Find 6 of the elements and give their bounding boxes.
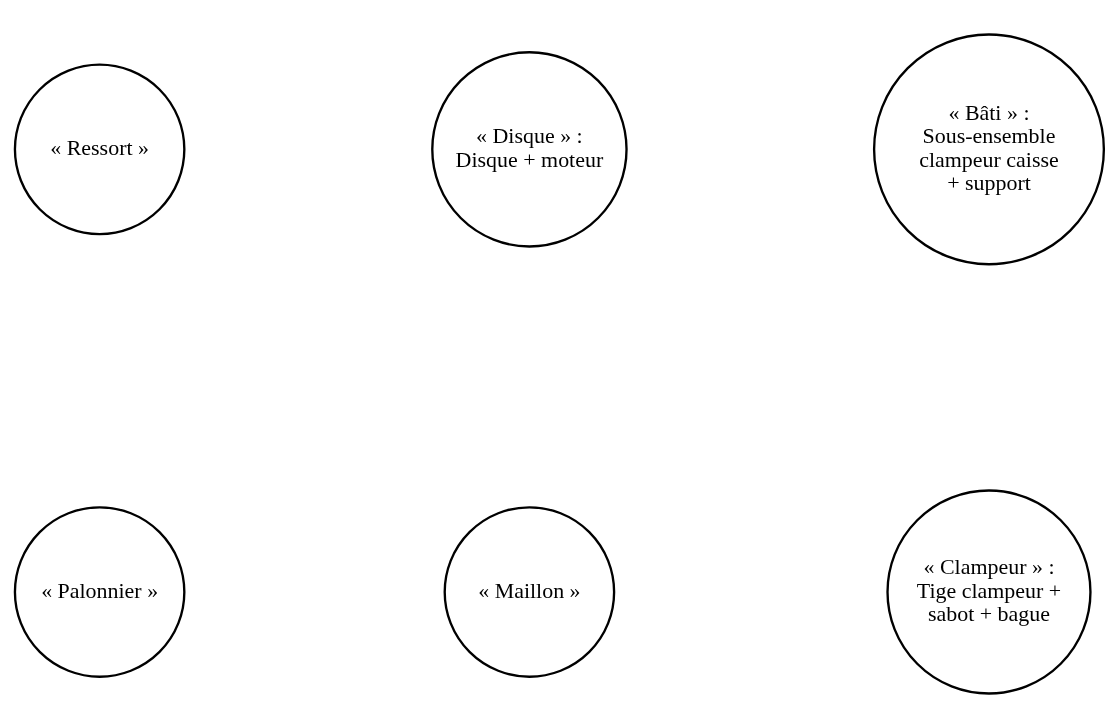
- node-circle: « Disque » : Disque + moteur: [431, 50, 628, 248]
- node-circle: « Bâti » : Sous-ensemble clampeur caisse + support: [872, 32, 1106, 265]
- node-circle: « Palonnier »: [13, 505, 186, 678]
- node-circle: « Maillon »: [443, 505, 616, 678]
- node-circle: « Clampeur » : Tige clampeur + sabot + bague: [886, 488, 1092, 695]
- node-circle: « Ressort »: [13, 63, 186, 235]
